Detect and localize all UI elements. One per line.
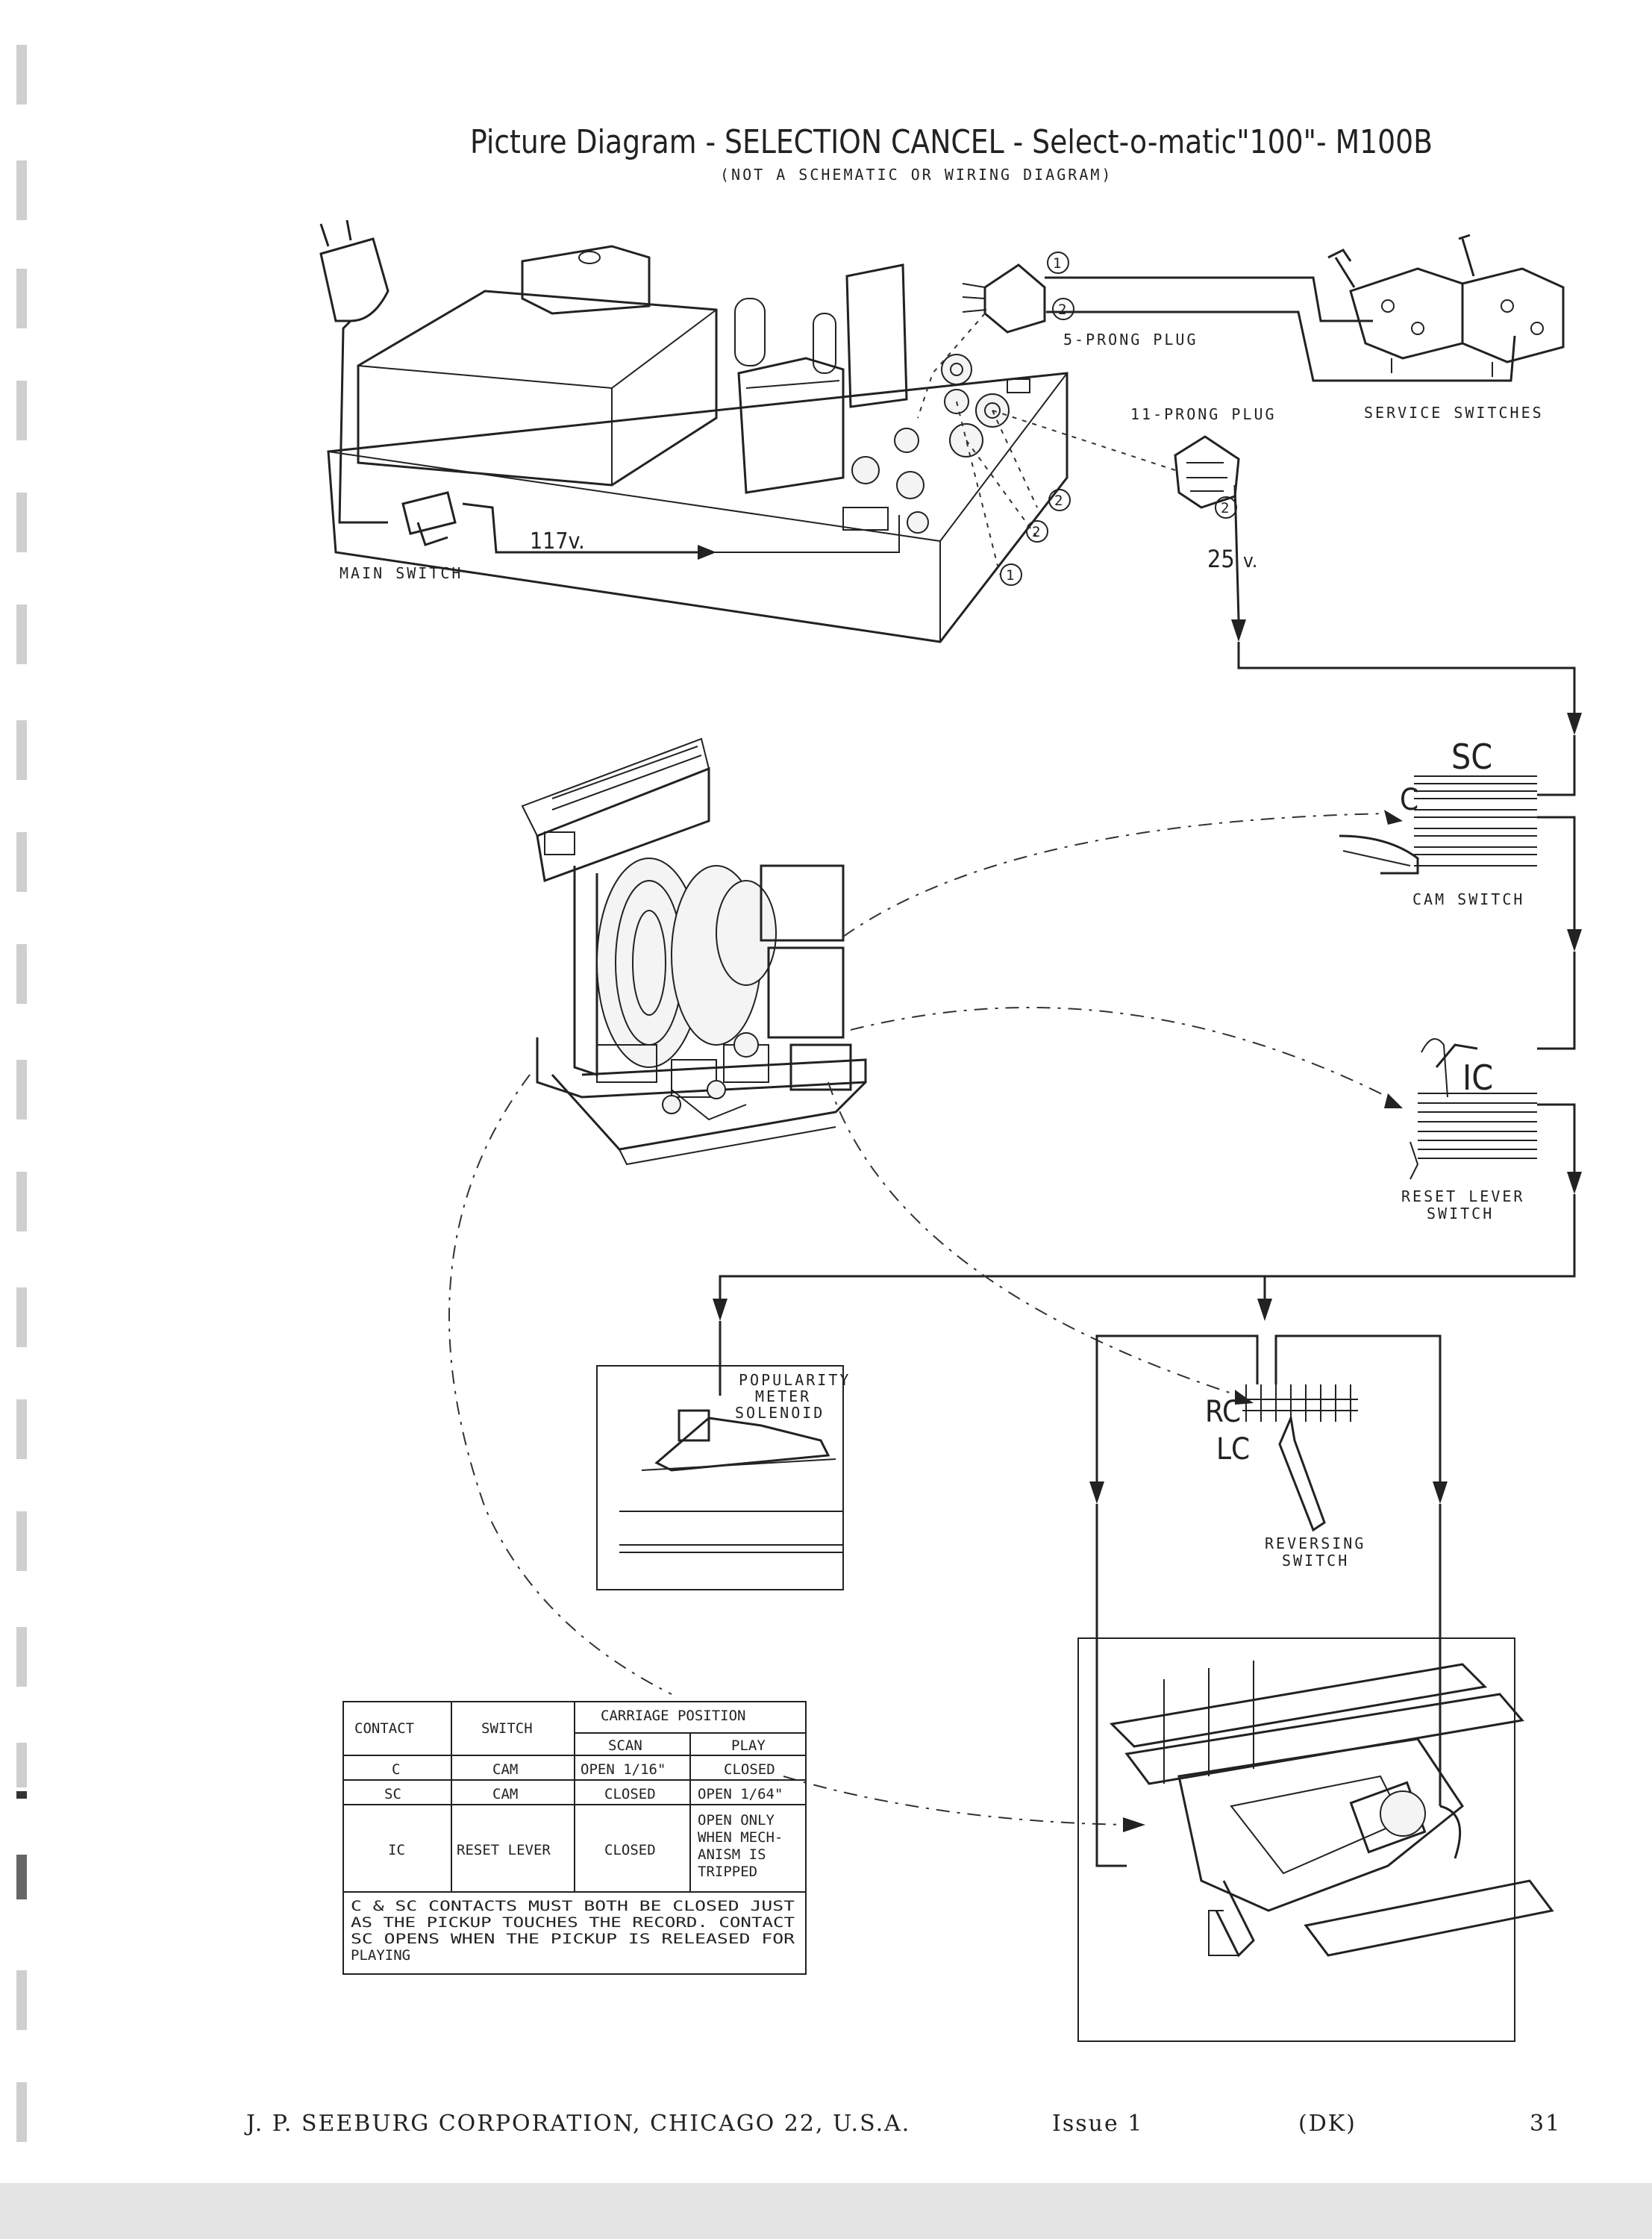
arrow-cam <box>1384 810 1403 825</box>
c-label: C <box>1400 783 1418 817</box>
popularity-label-1: POPULARITY <box>739 1371 851 1389</box>
lc-label: LC <box>1216 1432 1250 1467</box>
popularity-meter-solenoid: POPULARITY METER SOLENOID <box>596 1365 851 1590</box>
carriage-detail-view <box>1077 1637 1554 2042</box>
five-prong-plug: 1 2 5-PRONG PLUG <box>917 252 1516 419</box>
dash-mech-to-table <box>448 1074 672 1695</box>
table-header-switch: SWITCH <box>481 1720 533 1737</box>
table-note-3: SC OPENS WHEN THE PICKUP IS RELEASED FOR <box>351 1931 795 1947</box>
socket-pin-2a: 2 <box>1054 493 1063 509</box>
row2-switch: CAM <box>492 1786 518 1802</box>
voltage-117-label: 117v. <box>530 528 585 555</box>
row1-play: CLOSED <box>724 1761 775 1778</box>
socket-pin-1: 1 <box>1006 567 1014 584</box>
service-switches-label: SERVICE SWITCHES <box>1364 404 1544 422</box>
row3-play-4: TRIPPED <box>698 1864 757 1880</box>
row3-play-3: ANISM IS <box>698 1846 766 1863</box>
reset-lever-label-1: RESET LEVER <box>1401 1187 1524 1205</box>
popularity-label-3: SOLENOID <box>735 1404 825 1422</box>
popularity-label-2: METER <box>755 1387 811 1405</box>
footer-code: (DK) <box>1298 2111 1357 2137</box>
row2-contact: SC <box>384 1786 401 1802</box>
reversing-switch: RC LC REVERSING SWITCH <box>1089 1334 1448 1867</box>
table-note-4: PLAYING <box>351 1947 410 1964</box>
sc-label: SC <box>1451 737 1492 777</box>
arrow-reversing <box>1235 1390 1254 1405</box>
dash-table-to-detail <box>783 1776 1127 1826</box>
dash-mech-to-reversing <box>827 1081 1239 1396</box>
voltage-25-label: 25 <box>1207 545 1235 573</box>
table-header-contact: CONTACT <box>354 1720 414 1737</box>
row3-switch: RESET LEVER <box>457 1842 551 1858</box>
cam-switch: SC C CAM SWITCH <box>1339 735 1582 1050</box>
row2-scan: CLOSED <box>604 1786 656 1802</box>
dash-mech-to-reset <box>850 1007 1389 1098</box>
table-note-2: AS THE PICKUP TOUCHES THE RECORD. CONTAC… <box>351 1914 795 1931</box>
row3-scan: CLOSED <box>604 1842 656 1858</box>
page-bottom-edge <box>0 2183 1652 2239</box>
plug5-pin-1: 1 <box>1053 255 1061 272</box>
row1-switch: CAM <box>492 1761 518 1778</box>
binder-marks <box>16 45 27 2142</box>
arrow-detail <box>1123 1817 1145 1832</box>
row1-contact: C <box>392 1761 400 1778</box>
voltage-25-unit: v. <box>1243 550 1257 572</box>
contact-table: CONTACT SWITCH CARRIAGE POSITION SCAN PL… <box>342 1701 807 1975</box>
reversing-label-2: SWITCH <box>1282 1552 1349 1570</box>
row3-play-1: OPEN ONLY <box>698 1812 775 1829</box>
footer-page-number: 31 <box>1530 2111 1561 2137</box>
row1-scan: OPEN 1/16" <box>581 1761 666 1778</box>
page-title: Picture Diagram - SELECTION CANCEL - Sel… <box>470 123 1433 161</box>
row3-play-2: WHEN MECH- <box>698 1829 783 1846</box>
page-subtitle: (NOT A SCHEMATIC OR WIRING DIAGRAM) <box>720 166 1113 184</box>
footer-issue: Issue 1 <box>1052 2111 1143 2137</box>
five-prong-plug-label: 5-PRONG PLUG <box>1063 331 1198 349</box>
reversing-label-1: REVERSING <box>1265 1534 1365 1552</box>
table-header-carriage: CARRIAGE POSITION <box>601 1708 745 1724</box>
socket-pin-2b: 2 <box>1032 524 1040 540</box>
dash-mech-to-cam <box>842 813 1389 937</box>
main-switch-label: MAIN SWITCH <box>340 564 463 582</box>
reset-lever-label-2: SWITCH <box>1427 1205 1494 1222</box>
eleven-prong-plug-label: 11-PRONG PLUG <box>1130 405 1277 423</box>
arrow-reset <box>1384 1093 1403 1108</box>
cam-switch-label: CAM SWITCH <box>1412 890 1524 908</box>
row3-contact: IC <box>388 1842 405 1858</box>
ic-label: IC <box>1462 1058 1493 1098</box>
plug11-pin-2: 2 <box>1221 500 1229 516</box>
service-switches: SERVICE SWITCHES <box>1327 234 1565 422</box>
plug5-pin-2: 2 <box>1058 302 1066 318</box>
selection-mechanism <box>521 737 867 1166</box>
amplifier-chassis: 117v. MAIN SWITCH <box>319 219 1069 643</box>
row2-play: OPEN 1/64" <box>698 1786 783 1802</box>
reset-lever-switch: IC RESET LEVER SWITCH <box>713 1038 1582 1373</box>
footer-company: J. P. SEEBURG CORPORATION, CHICAGO 22, U… <box>244 2111 910 2137</box>
table-header-play: PLAY <box>731 1737 766 1754</box>
eleven-prong-plug: 11-PRONG PLUG 2 25 v. 2 2 1 <box>956 401 1582 735</box>
table-note-1: C & SC CONTACTS MUST BOTH BE CLOSED JUST <box>351 1898 795 1914</box>
table-header-scan: SCAN <box>608 1737 642 1754</box>
rc-label: RC <box>1205 1395 1241 1429</box>
